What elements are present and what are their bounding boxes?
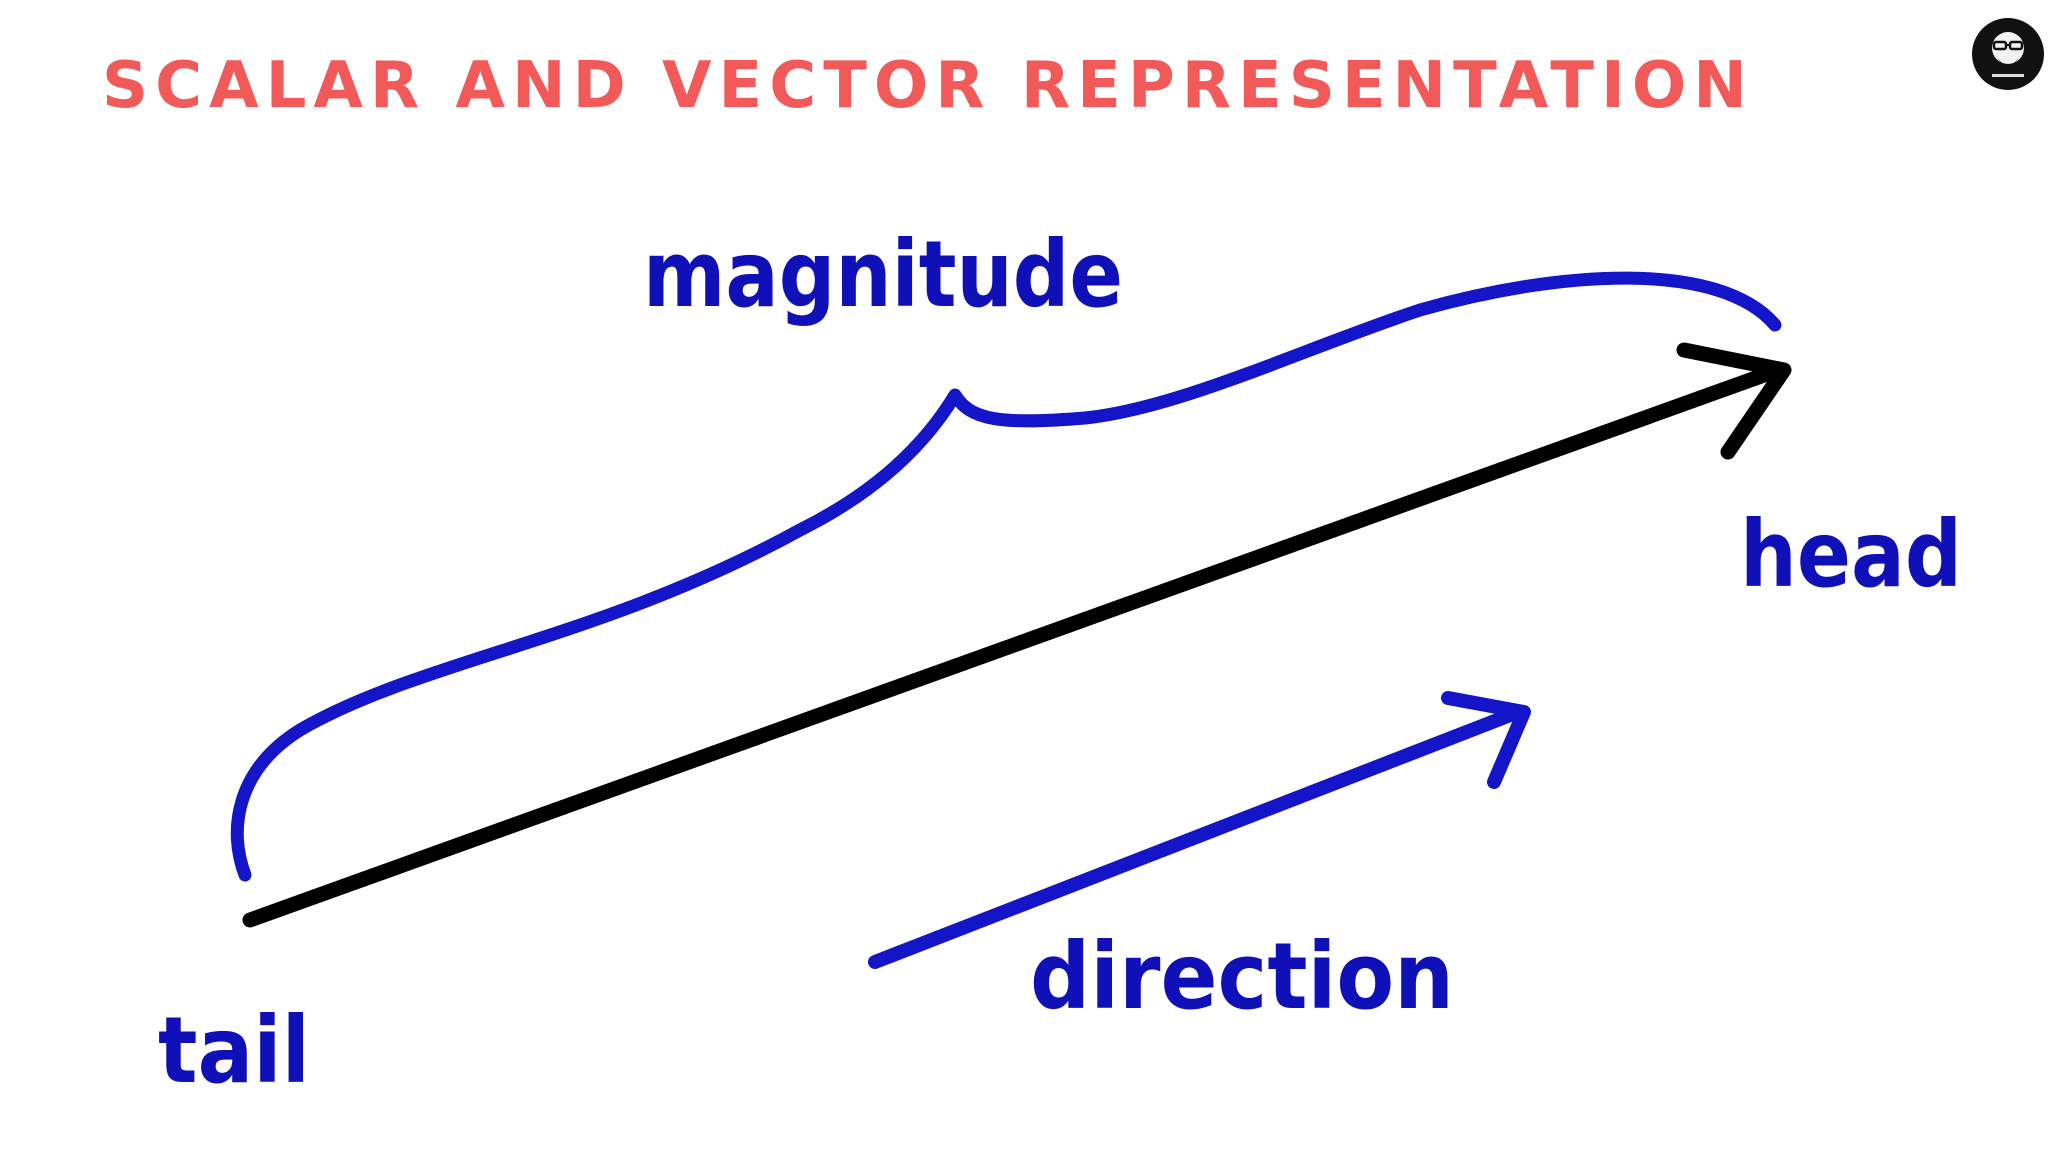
slide-title: SCALAR AND VECTOR REPRESENTATION [102, 49, 1754, 123]
tail-label: tail [158, 997, 310, 1104]
magnitude-brace [230, 271, 1782, 882]
presenter-avatar-icon [1972, 18, 2044, 90]
vector-arrowhead [1676, 342, 1792, 460]
vector-arrow-shaft [242, 362, 1786, 928]
magnitude-label: magnitude [643, 221, 1123, 328]
direction-arrowhead [1441, 691, 1531, 789]
direction-label: direction [1030, 923, 1454, 1030]
head-label: head [1740, 501, 1962, 608]
direction-arrow-shaft [868, 705, 1525, 969]
